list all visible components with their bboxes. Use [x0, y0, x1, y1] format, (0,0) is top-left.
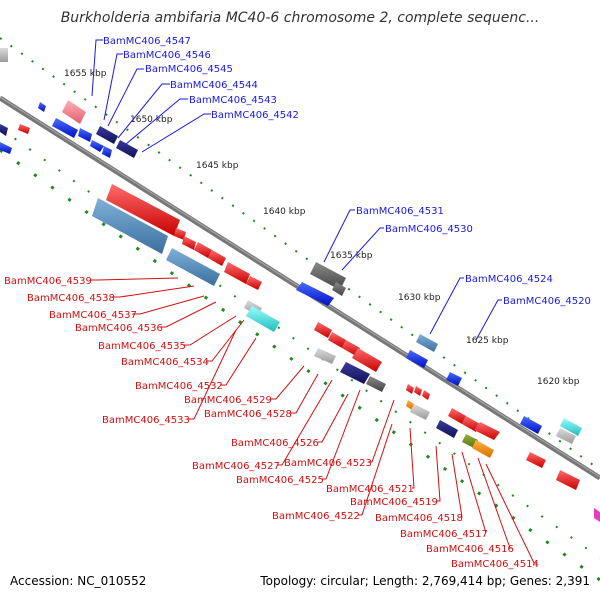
leader-lines-top	[91, 39, 502, 341]
kbp-tick-1640: 1640 kbp	[263, 207, 306, 217]
gene-label-4543: BamMC406_4543	[189, 95, 277, 106]
kbp-tick-1650: 1650 kbp	[130, 115, 173, 125]
gene-label-4527: BamMC406_4527	[192, 461, 280, 472]
kbp-tick-1645: 1645 kbp	[196, 161, 239, 171]
kbp-ticks: 1655 kbp 1650 kbp 1645 kbp 1640 kbp 1635…	[64, 69, 580, 387]
gene-label-4545: BamMC406_4545	[145, 64, 233, 75]
map-title: Burkholderia ambifaria MC40-6 chromosome…	[60, 10, 540, 26]
kbp-tick-1655: 1655 kbp	[64, 69, 107, 79]
forward-genes	[0, 48, 582, 444]
kbp-tick-1635: 1635 kbp	[330, 251, 373, 261]
gene-label-4537: BamMC406_4537	[49, 310, 137, 321]
gene-label-4538: BamMC406_4538	[27, 293, 115, 304]
gene-label-4521: BamMC406_4521	[326, 484, 414, 495]
gene-label-4546: BamMC406_4546	[123, 50, 211, 61]
gene-label-4516: BamMC406_4516	[426, 544, 514, 555]
gene-label-4533: BamMC406_4533	[102, 415, 190, 426]
gene-label-4523: BamMC406_4523	[284, 458, 372, 469]
gene-label-4539: BamMC406_4539	[4, 276, 92, 287]
topology-summary: Topology: circular; Length: 2,769,414 bp…	[260, 574, 590, 588]
accession-text: Accession: NC_010552	[10, 574, 147, 588]
gene-label-4518: BamMC406_4518	[375, 513, 463, 524]
gene-label-4544: BamMC406_4544	[170, 80, 258, 91]
gene-label-4524: BamMC406_4524	[465, 274, 553, 285]
kbp-tick-1625: 1625 kbp	[466, 336, 509, 346]
gene-labels-bottom: BamMC406_4539 BamMC406_4538 BamMC406_453…	[4, 276, 539, 570]
gene-label-4525: BamMC406_4525	[236, 475, 324, 486]
gene-label-4532: BamMC406_4532	[135, 381, 223, 392]
gene-label-4530: BamMC406_4530	[385, 224, 473, 235]
gene-label-4547: BamMC406_4547	[103, 36, 191, 47]
gene-label-4536: BamMC406_4536	[75, 323, 163, 334]
leader-lines-bottom	[90, 277, 537, 564]
gene-label-4520: BamMC406_4520	[503, 296, 591, 307]
reverse-genes	[0, 124, 600, 522]
gene-label-4531: BamMC406_4531	[356, 206, 444, 217]
gene-label-4517: BamMC406_4517	[400, 529, 488, 540]
gene-label-4519: BamMC406_4519	[350, 497, 438, 508]
gene-label-4514: BamMC406_4514	[451, 559, 539, 570]
gene-label-4535: BamMC406_4535	[98, 341, 186, 352]
gene-label-4528: BamMC406_4528	[204, 409, 292, 420]
gene-label-4522: BamMC406_4522	[272, 511, 360, 522]
ruler-inner-top	[0, 127, 600, 559]
gene-labels-top: BamMC406_4547 BamMC406_4546 BamMC406_454…	[103, 36, 591, 307]
kbp-tick-1620: 1620 kbp	[537, 377, 580, 387]
gene-label-4542: BamMC406_4542	[211, 110, 299, 121]
gene-label-4526: BamMC406_4526	[231, 438, 319, 449]
gene-label-4534: BamMC406_4534	[121, 357, 209, 368]
kbp-tick-1630: 1630 kbp	[398, 293, 441, 303]
gene-label-4529: BamMC406_4529	[184, 395, 272, 406]
